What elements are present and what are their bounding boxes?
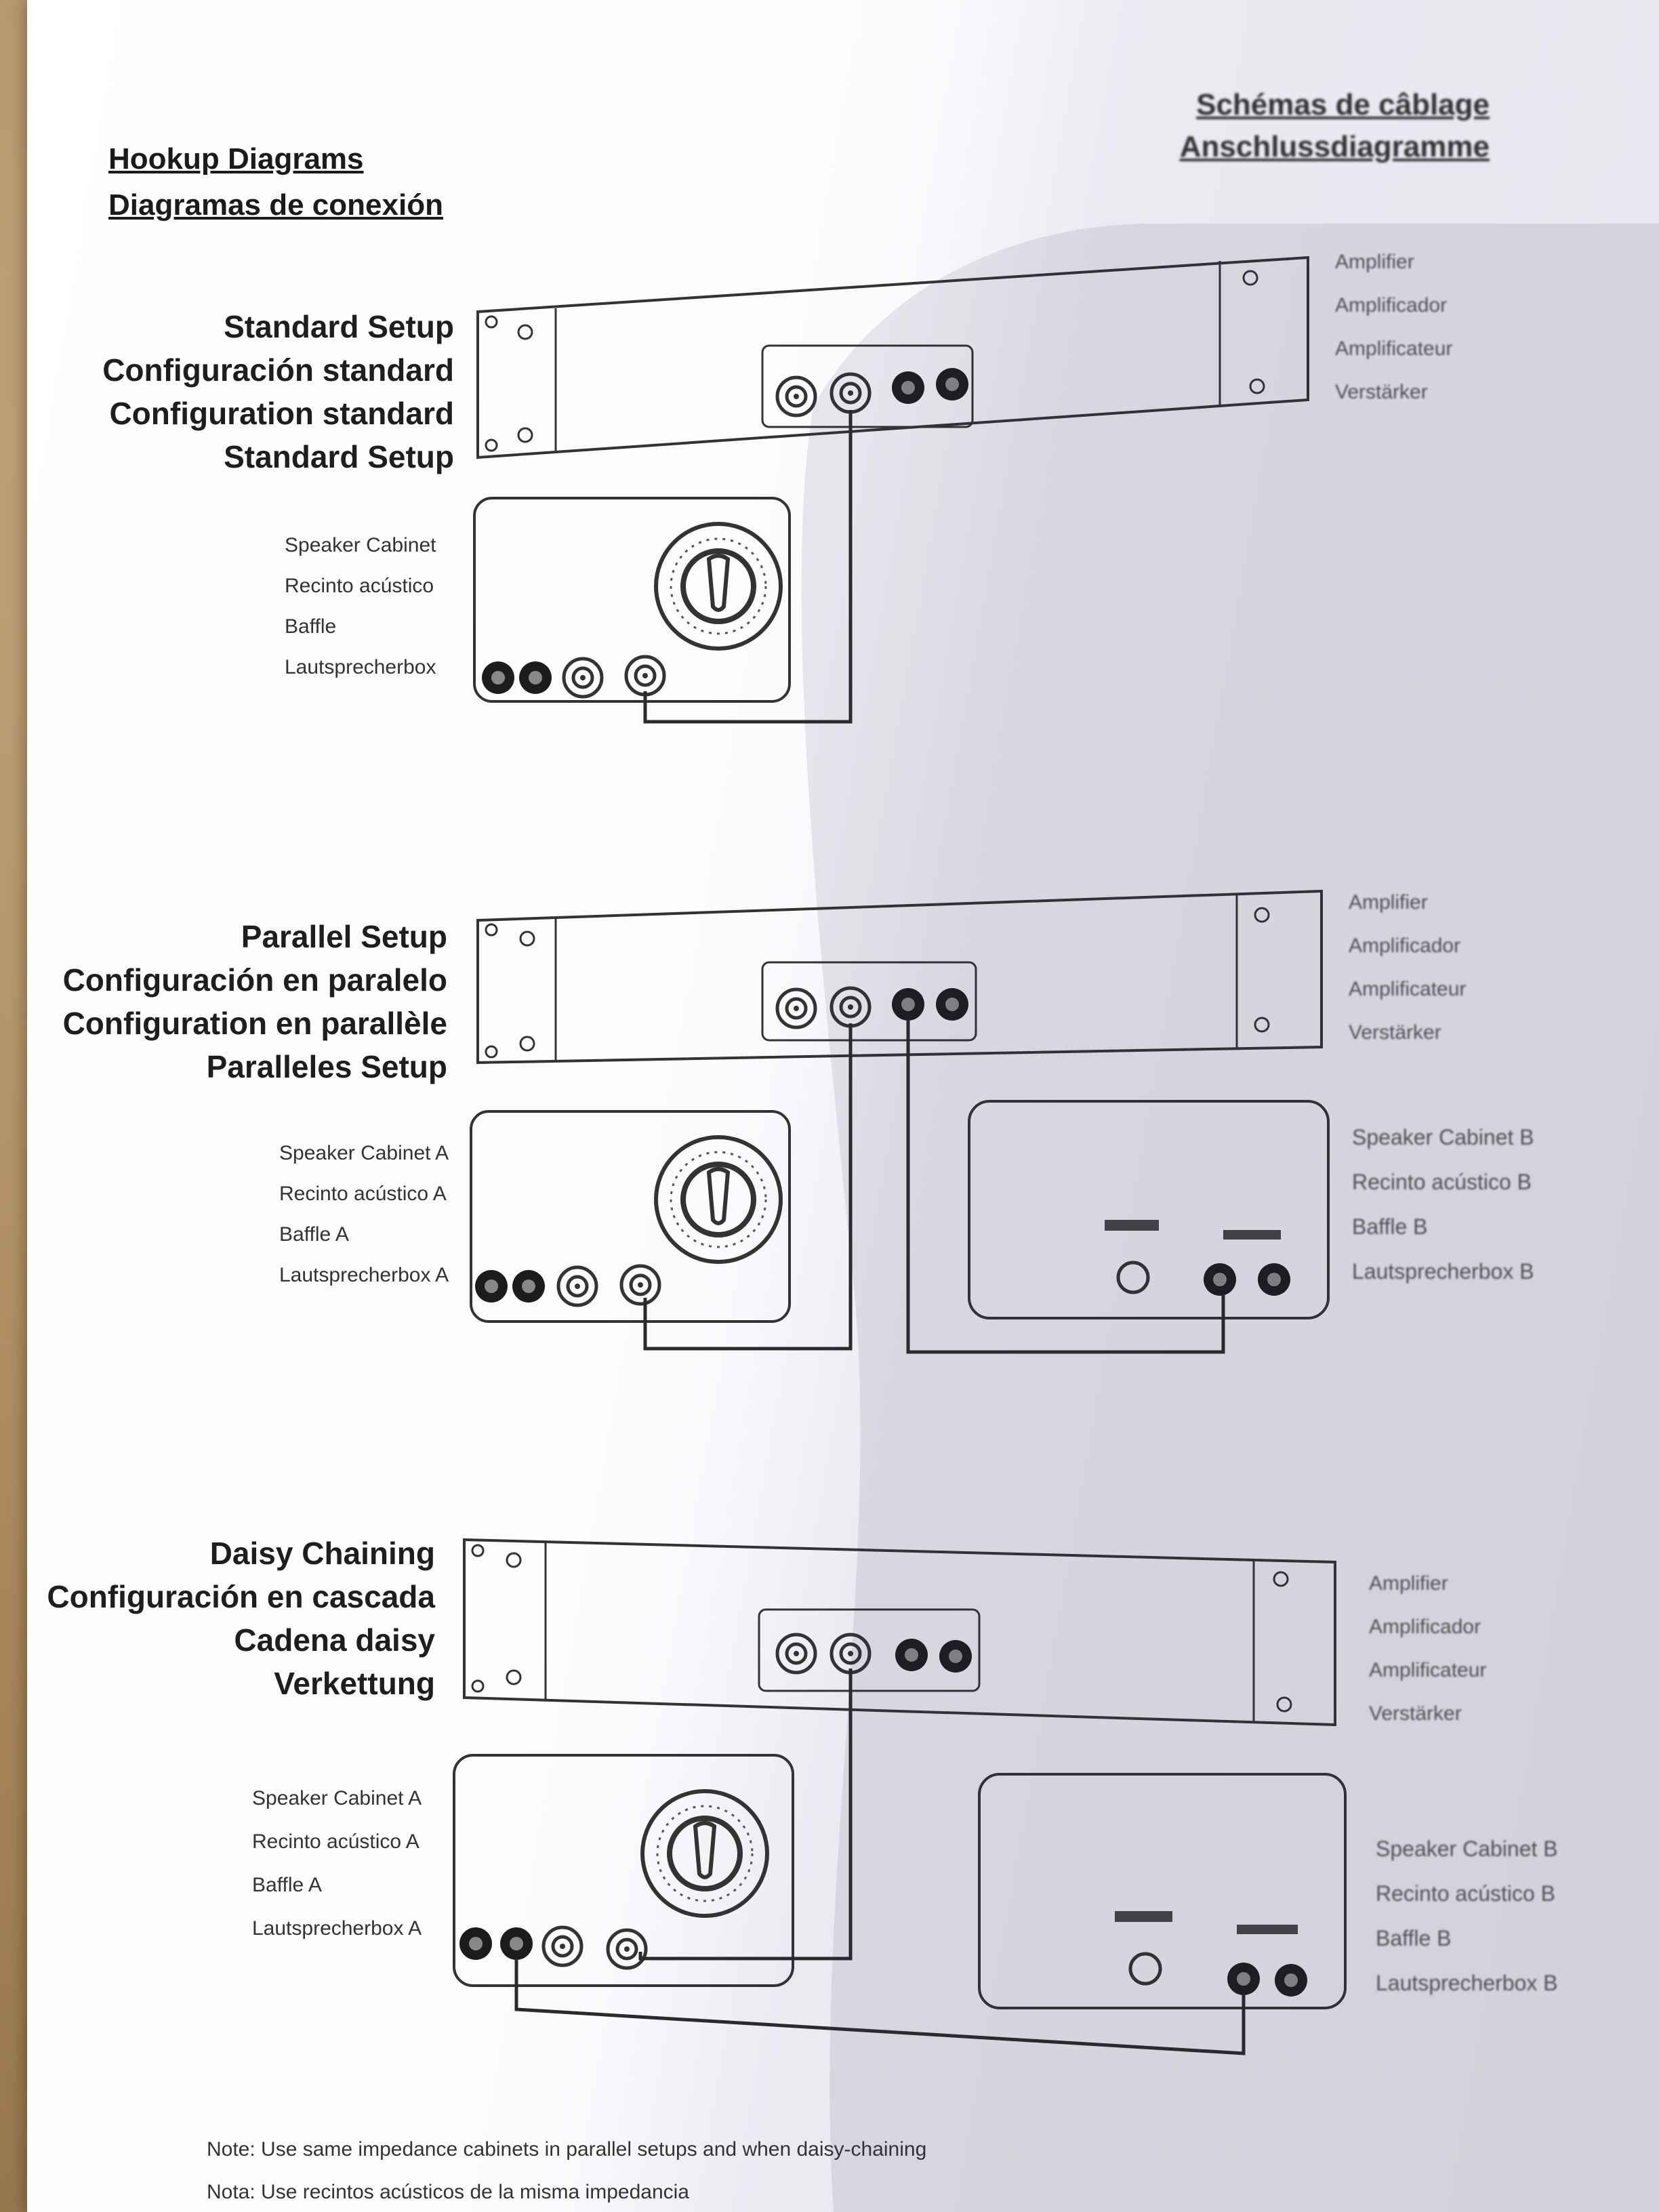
cabinet-b-label: Baffle B <box>1352 1214 1428 1239</box>
amp-label: Amplificateur <box>1349 978 1467 1000</box>
diagramas-title: Diagramas de conexión <box>108 188 443 222</box>
anschluss-title: Anschlussdiagramme <box>1179 130 1490 163</box>
cabinet-label: Recinto acústico A <box>279 1183 447 1205</box>
amplifier-2 <box>476 889 1323 1065</box>
amp-label: Amplifier <box>1349 891 1428 914</box>
section-title: Configuration standard <box>109 396 454 431</box>
amp-label: Amplifier <box>1369 1572 1448 1595</box>
hookup-diagrams-title: Hookup Diagrams <box>108 142 364 176</box>
amplifier-1 <box>476 255 1309 459</box>
note-spanish: Nota: Use recintos acústicos de la misma… <box>207 2181 689 2203</box>
daisy-cabinet-b-labels: Speaker Cabinet B Recinto acústico B Baf… <box>1376 1826 1558 2005</box>
cabinet-label: Lautsprecherbox A <box>279 1264 449 1286</box>
speaker-cabinet-a-2 <box>470 1110 791 1323</box>
amp-label: Amplifier <box>1335 251 1414 273</box>
cabinet-label: Baffle <box>285 615 337 638</box>
cabinet-b-label: Lautsprecherbox B <box>1352 1259 1534 1284</box>
cabinet-label: Lautsprecherbox <box>285 656 436 678</box>
speaker-cabinet-b-2 <box>968 1100 1330 1319</box>
cabinet-b-label: Baffle B <box>1376 1926 1452 1950</box>
note-english: Note: Use same impedance cabinets in par… <box>207 2138 927 2160</box>
section-title: Paralleles Setup <box>206 1049 447 1084</box>
cabinet-b-label: Speaker Cabinet B <box>1352 1125 1534 1149</box>
cabinet-label: Baffle A <box>279 1223 349 1246</box>
amp-label: Verstärker <box>1369 1702 1462 1725</box>
amp-label: Amplificador <box>1335 294 1448 316</box>
cable-2a <box>643 1023 853 1351</box>
amp-label: Amplificador <box>1369 1616 1481 1638</box>
amp-label: Amplificateur <box>1369 1659 1487 1681</box>
section-title: Configuration en parallèle <box>62 1006 447 1041</box>
section-title: Daisy Chaining <box>209 1536 435 1571</box>
cabinet-b-label: Recinto acústico B <box>1352 1170 1532 1194</box>
section-title: Configuración en cascada <box>47 1579 435 1614</box>
cabinet-b-label: Speaker Cabinet B <box>1376 1837 1558 1861</box>
cabinet-label: Speaker Cabinet <box>285 534 436 556</box>
amp-labels-2: Amplifier Amplificador Amplificateur Ver… <box>1349 881 1466 1054</box>
cabinet-label: Speaker Cabinet A <box>252 1787 422 1809</box>
standard-setup-titles: Standard Setup Configuración standard Co… <box>41 305 454 478</box>
section-title: Cadena daisy <box>234 1622 435 1658</box>
cable-1 <box>643 410 853 724</box>
amplifier-3 <box>463 1538 1336 1727</box>
cabinet-label: Speaker Cabinet A <box>279 1142 449 1164</box>
schemas-title: Schémas de câblage <box>1196 88 1490 121</box>
section-title: Standard Setup <box>224 309 454 344</box>
manual-page <box>27 0 1659 2212</box>
section-title: Standard Setup <box>224 439 454 474</box>
speaker-cabinet-a-3 <box>453 1754 794 1987</box>
section-title: Verkettung <box>274 1666 435 1701</box>
parallel-cabinet-a-labels: Speaker Cabinet A Recinto acústico A Baf… <box>279 1133 449 1296</box>
standard-cabinet-labels: Speaker Cabinet Recinto acústico Baffle … <box>285 525 436 688</box>
amp-label: Verstärker <box>1349 1021 1441 1044</box>
speaker-cabinet-b-3 <box>978 1773 1347 2009</box>
daisy-cabinet-a-labels: Speaker Cabinet A Recinto acústico A Baf… <box>252 1777 422 1950</box>
amp-label: Verstärker <box>1335 381 1428 403</box>
cabinet-label: Lautsprecherbox A <box>252 1917 422 1940</box>
cabinet-b-label: Recinto acústico B <box>1376 1881 1556 1906</box>
section-title: Configuración en paralelo <box>62 962 447 998</box>
cabinet-label: Baffle A <box>252 1874 322 1896</box>
cable-2b <box>906 1020 1225 1354</box>
parallel-setup-titles: Parallel Setup Configuración en paralelo… <box>27 915 447 1088</box>
amp-label: Amplificateur <box>1335 337 1453 360</box>
amp-labels-1: Amplifier Amplificador Amplificateur Ver… <box>1335 241 1452 414</box>
amp-labels-3: Amplifier Amplificador Amplificateur Ver… <box>1369 1562 1486 1736</box>
cabinet-label: Recinto acústico <box>285 575 434 597</box>
parallel-cabinet-b-labels: Speaker Cabinet B Recinto acústico B Baf… <box>1352 1115 1534 1294</box>
daisy-chaining-titles: Daisy Chaining Configuración en cascada … <box>20 1532 435 1705</box>
section-title: Configuración standard <box>102 352 454 388</box>
amp-label: Amplificador <box>1349 935 1461 957</box>
cabinet-b-label: Lautsprecherbox B <box>1376 1971 1558 1995</box>
speaker-cabinet-1 <box>473 497 791 703</box>
section-title: Parallel Setup <box>241 919 447 954</box>
cable-3a <box>638 1668 853 1961</box>
cable-3b <box>514 1959 1246 2055</box>
cabinet-label: Recinto acústico A <box>252 1830 419 1853</box>
